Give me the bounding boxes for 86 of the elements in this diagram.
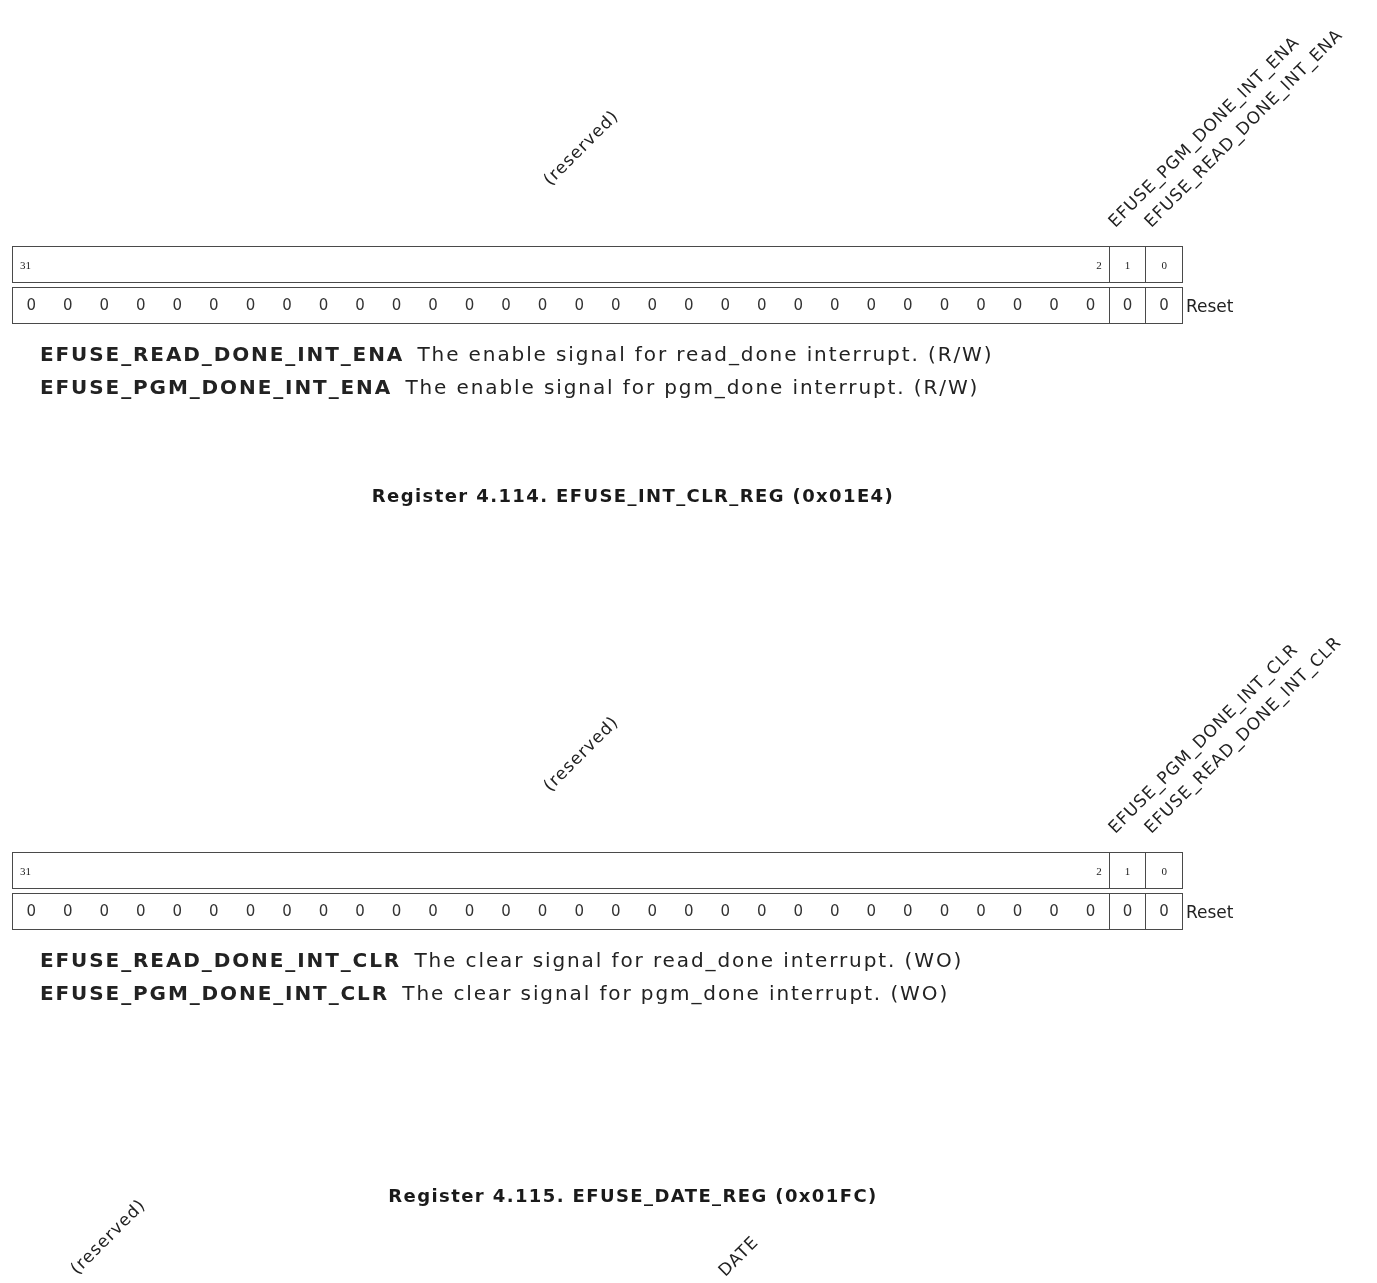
reset-value: 0 <box>574 903 584 920</box>
reset-value: 0 <box>282 903 292 920</box>
reset-value: 0 <box>428 297 438 314</box>
reset-value: 0 <box>976 903 986 920</box>
bit-number: 2 <box>1096 864 1102 877</box>
reset-value: 0 <box>1122 297 1133 314</box>
reset-value: 0 <box>26 903 37 920</box>
reset-value: 0 <box>355 903 365 920</box>
reset-value: 0 <box>866 297 877 314</box>
register-title: Register 4.114. EFUSE_INT_CLR_REG (0x01E4) <box>371 485 895 507</box>
reset-value-cell <box>1108 287 1147 324</box>
reset-value: 0 <box>209 297 219 314</box>
reset-value: 0 <box>1012 903 1023 920</box>
bit-number: 1 <box>1124 258 1131 271</box>
reset-value: 0 <box>355 297 365 314</box>
reset-value: 0 <box>1085 903 1096 920</box>
reset-value: 0 <box>830 903 840 920</box>
reset-value: 0 <box>720 297 731 314</box>
bit-number: 31 <box>20 864 31 877</box>
bit-number: 0 <box>1161 258 1167 271</box>
reset-value: 0 <box>1049 903 1059 920</box>
reset-value: 0 <box>63 297 73 314</box>
reset-value: 0 <box>245 297 256 314</box>
reset-value: 0 <box>939 297 950 314</box>
reset-value: 0 <box>793 297 804 314</box>
reset-value: 0 <box>1012 297 1023 314</box>
reset-value: 0 <box>1159 903 1169 920</box>
reset-value: 0 <box>720 903 731 920</box>
reset-value: 0 <box>903 903 913 920</box>
reset-value: 0 <box>464 297 475 314</box>
field-description: EFUSE_READ_DONE_INT_CLR The clear signal for read_done interrupt. (WO) <box>40 948 964 972</box>
bit-number: 0 <box>1161 864 1167 877</box>
reset-value: 0 <box>757 297 767 314</box>
reset-value: 0 <box>647 903 657 920</box>
reset-value: 0 <box>501 903 511 920</box>
field-description: EFUSE_PGM_DONE_INT_ENA The enable signal for pgm_done interrupt. (R/W) <box>40 375 980 399</box>
reset-value: 0 <box>537 903 548 920</box>
reset-value: 0 <box>501 297 511 314</box>
reset-value: 0 <box>318 903 329 920</box>
reset-value-cell <box>12 287 1110 324</box>
reset-value: 0 <box>939 903 950 920</box>
reset-value: 0 <box>99 297 110 314</box>
reset-value: 0 <box>391 903 402 920</box>
reset-value: 0 <box>537 297 548 314</box>
reset-value: 0 <box>683 903 694 920</box>
reset-value: 0 <box>172 297 183 314</box>
reset-value: 0 <box>683 297 694 314</box>
reset-value: 0 <box>1122 903 1133 920</box>
reset-value: 0 <box>1049 297 1059 314</box>
reset-value: 0 <box>99 903 110 920</box>
reset-value: 0 <box>574 297 584 314</box>
reset-value: 0 <box>610 903 621 920</box>
reset-value-cell <box>12 893 1110 930</box>
register-title: Register 4.115. EFUSE_DATE_REG (0x01FC) <box>388 1185 878 1207</box>
reset-value: 0 <box>209 903 219 920</box>
reset-value: 0 <box>428 903 438 920</box>
reset-value: 0 <box>63 903 73 920</box>
reset-value-cell <box>1145 893 1183 930</box>
row-label: Reset <box>1186 902 1234 922</box>
reset-value: 0 <box>391 297 402 314</box>
reset-value-cell <box>1108 893 1147 930</box>
reset-value: 0 <box>830 297 840 314</box>
bit-number: 1 <box>1124 864 1131 877</box>
bit-number: 2 <box>1096 258 1102 271</box>
reset-value: 0 <box>464 903 475 920</box>
reset-value: 0 <box>172 903 183 920</box>
reset-value: 0 <box>610 297 621 314</box>
reset-value: 0 <box>318 297 329 314</box>
bit-number: 31 <box>20 258 31 271</box>
reset-value: 0 <box>976 297 986 314</box>
reset-value: 0 <box>903 297 913 314</box>
reset-value: 0 <box>866 903 877 920</box>
reset-value: 0 <box>26 297 37 314</box>
reset-value: 0 <box>757 903 767 920</box>
field-description: EFUSE_PGM_DONE_INT_CLR The clear signal for pgm_done interrupt. (WO) <box>40 981 950 1005</box>
reset-value: 0 <box>647 297 657 314</box>
field-description: EFUSE_READ_DONE_INT_ENA The enable signal for read_done interrupt. (R/W) <box>40 342 994 366</box>
reset-value-cell <box>1145 287 1183 324</box>
reset-value: 0 <box>1159 297 1169 314</box>
reset-value: 0 <box>793 903 804 920</box>
reset-value: 0 <box>245 903 256 920</box>
row-label: Reset <box>1186 296 1234 316</box>
reset-value: 0 <box>136 297 146 314</box>
reset-value: 0 <box>282 297 292 314</box>
reset-value: 0 <box>136 903 146 920</box>
reset-value: 0 <box>1085 297 1096 314</box>
